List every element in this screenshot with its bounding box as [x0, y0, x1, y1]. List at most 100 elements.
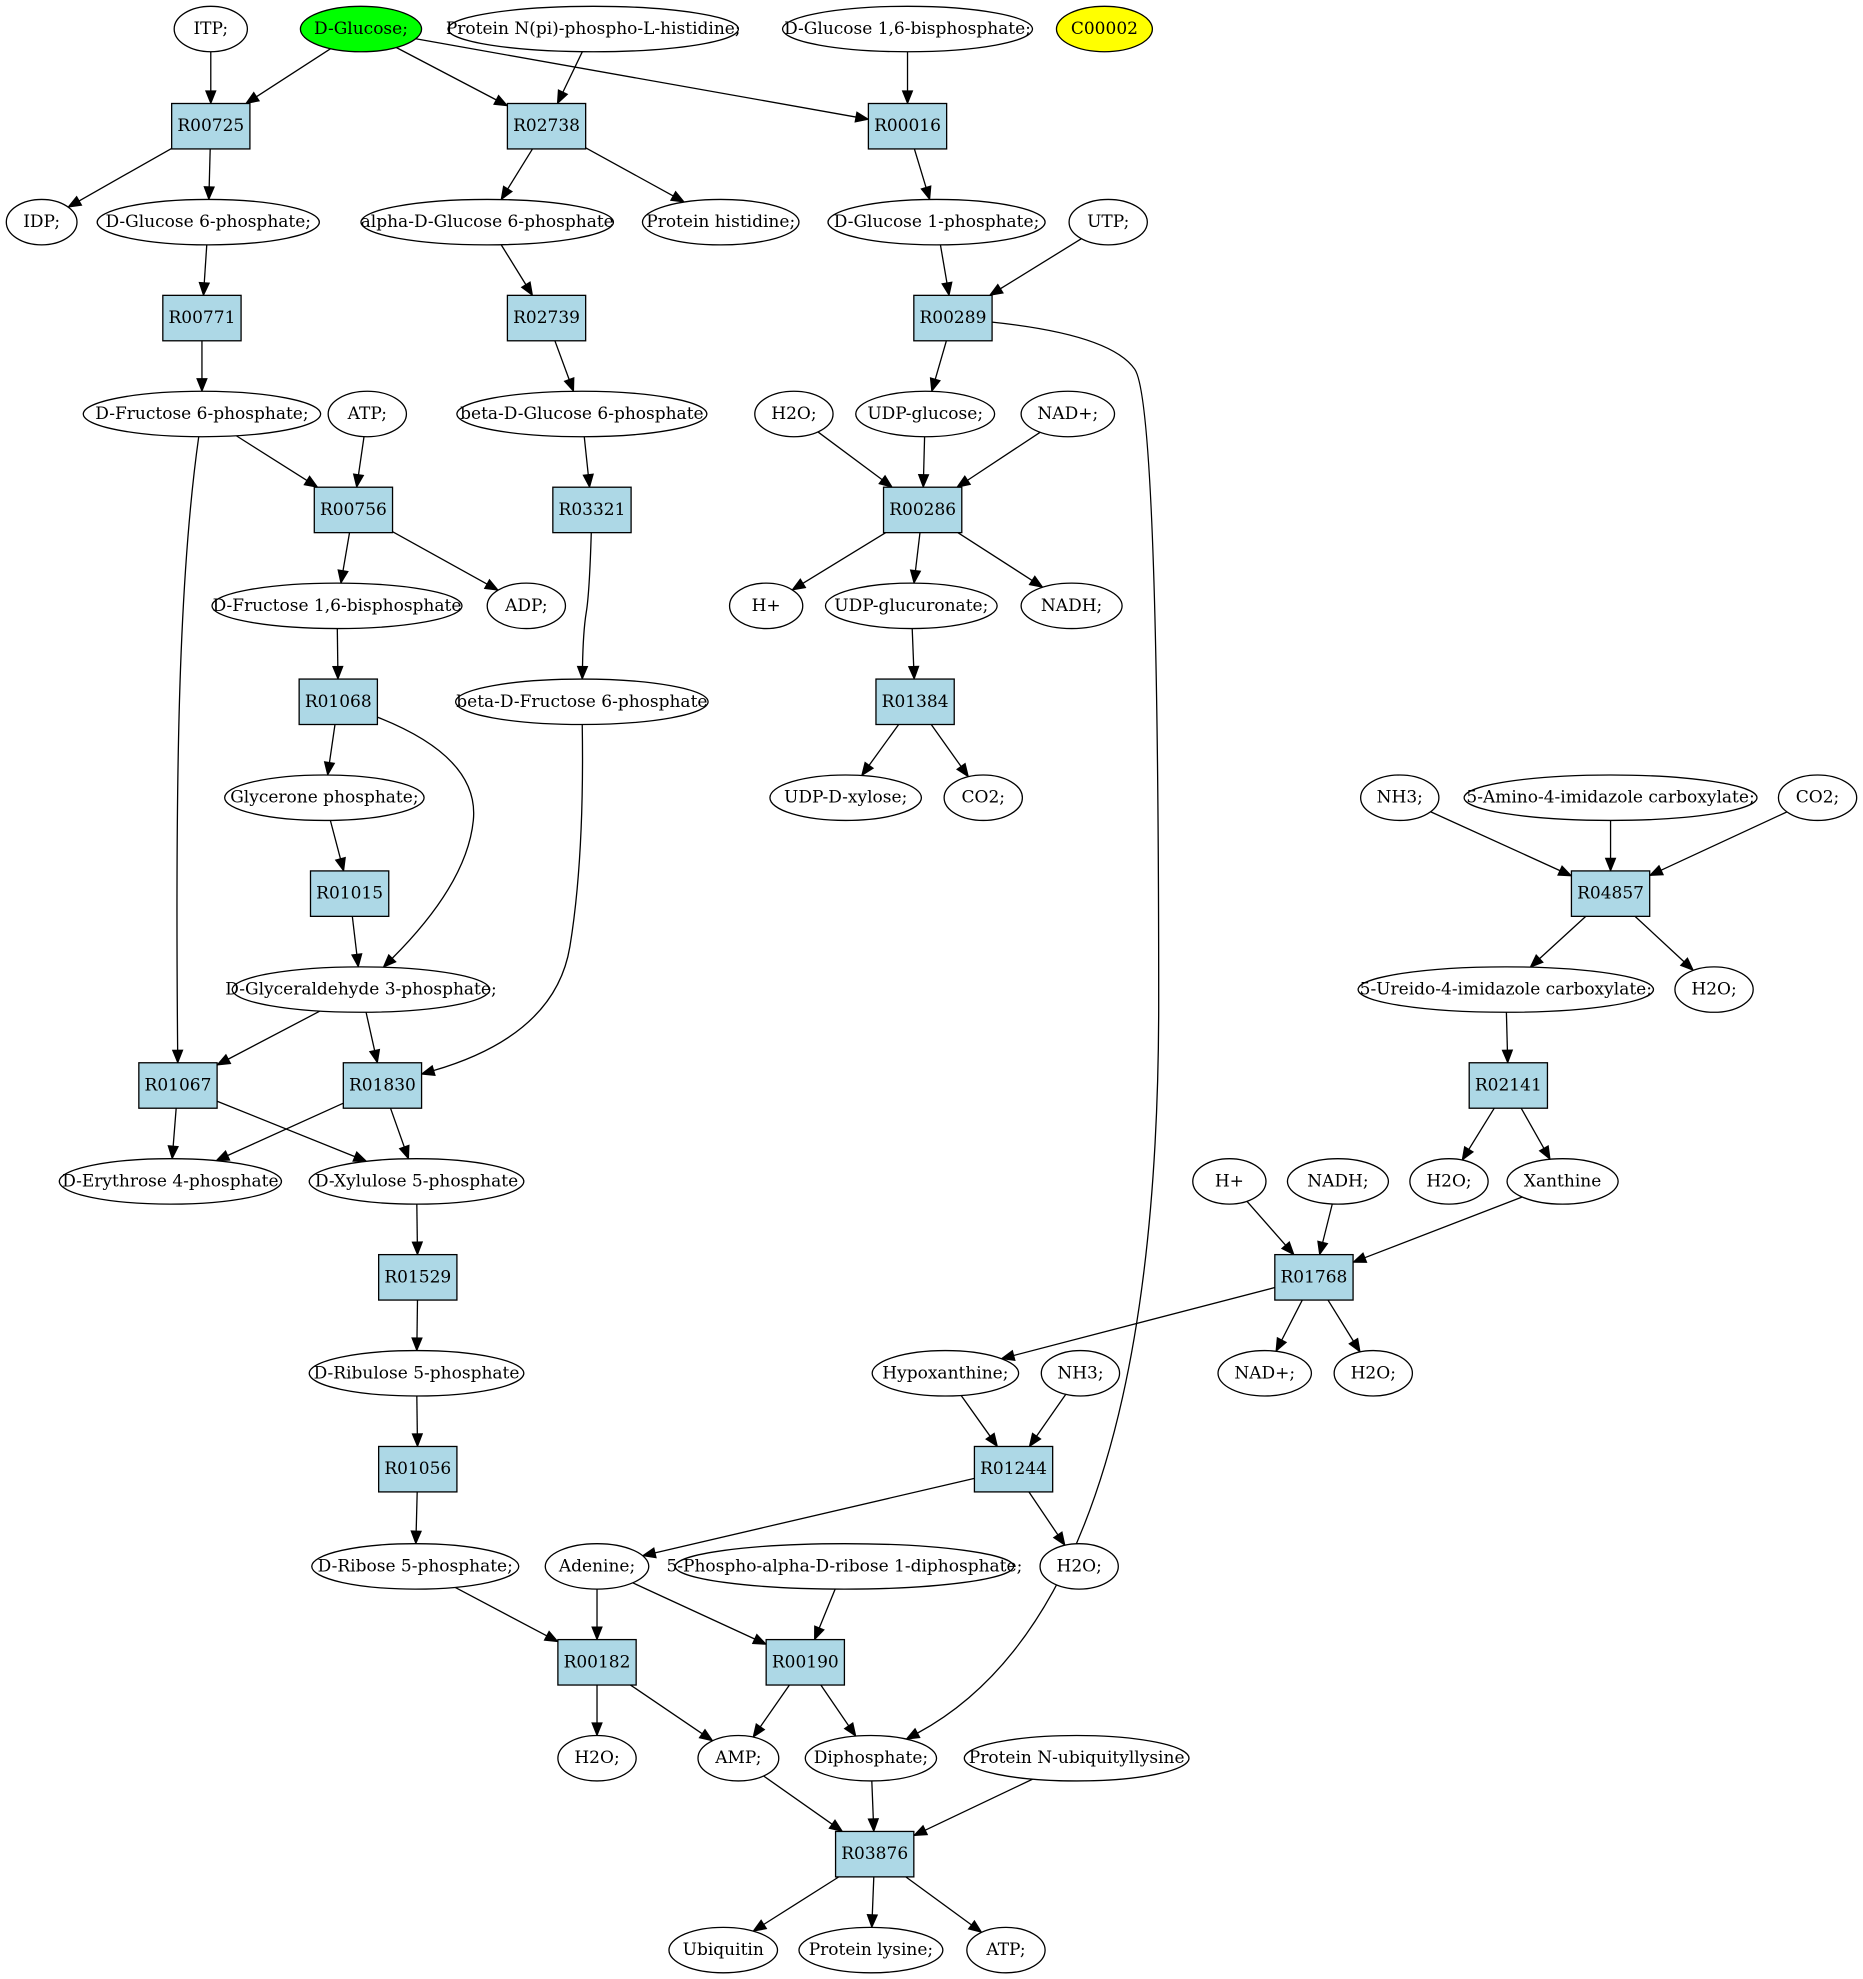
- compound-nadh-2[interactable]: NADH;: [1286, 1158, 1390, 1205]
- edge-d_fructose_6p-to-r00756: [235, 435, 319, 488]
- compound-hplus-1[interactable]: H+: [728, 582, 804, 630]
- edge-d_glucose-to-r00725: [244, 48, 331, 105]
- reaction-r00725[interactable]: R00725: [171, 102, 251, 150]
- compound-alpha-d-glucose-6p[interactable]: alpha-D-Glucose 6-phosphate: [360, 198, 615, 246]
- compound-label: Adenine;: [558, 1556, 635, 1576]
- compound-nadh-1[interactable]: NADH;: [1020, 582, 1123, 630]
- compound-h2o-3[interactable]: H2O;: [1409, 1158, 1489, 1205]
- reaction-r00289[interactable]: R00289: [913, 294, 993, 342]
- compound-h2o-2[interactable]: H2O;: [1674, 966, 1754, 1013]
- compound-adp[interactable]: ADP;: [486, 582, 567, 630]
- compound-d-glyceraldehyde-3p[interactable]: D-Glyceraldehyde 3-phosphate;: [225, 966, 497, 1013]
- compound-label: Ubiquitin: [683, 1940, 764, 1960]
- reaction-r00286[interactable]: R00286: [882, 486, 963, 534]
- compound-xanthine[interactable]: Xanthine: [1506, 1158, 1619, 1205]
- compound-beta-d-fructose-6p[interactable]: beta-D-Fructose 6-phosphate: [455, 678, 709, 726]
- compound-prpp[interactable]: 5-Phospho-alpha-D-ribose 1-diphosphate;: [666, 1543, 1022, 1590]
- compound-atp-2[interactable]: ATP;: [966, 1926, 1046, 1974]
- compound-label: ATP;: [347, 404, 387, 424]
- compound-diphosphate[interactable]: Diphosphate;: [804, 1734, 938, 1782]
- reaction-r01244[interactable]: R01244: [973, 1445, 1054, 1493]
- reaction-r01067[interactable]: R01067: [138, 1062, 218, 1109]
- compound-protein-lysine[interactable]: Protein lysine;: [798, 1926, 944, 1974]
- reaction-r00182[interactable]: R00182: [557, 1638, 637, 1686]
- reaction-r03321[interactable]: R03321: [552, 486, 632, 534]
- reaction-label: R03876: [841, 1844, 908, 1864]
- compound-nad-1[interactable]: NAD+;: [1020, 390, 1116, 438]
- reaction-r00756[interactable]: R00756: [313, 486, 394, 534]
- compound-udp-glucuronate[interactable]: UDP-glucuronate;: [824, 582, 998, 630]
- edge-r00016-to-d_glucose_1p: [913, 148, 932, 201]
- reaction-r03876[interactable]: R03876: [834, 1830, 915, 1878]
- compound-itp[interactable]: ITP;: [173, 5, 249, 53]
- reaction-r01830[interactable]: R01830: [342, 1062, 423, 1109]
- reaction-r02141[interactable]: R02141: [1468, 1062, 1549, 1109]
- compound-protein-ubiquityllysine[interactable]: Protein N-ubiquityllysine: [963, 1734, 1190, 1782]
- edge-r00182-to-h2o_6: [591, 1685, 603, 1737]
- compound-aica[interactable]: 5-Amino-4-imidazole carboxylate;: [1463, 774, 1758, 822]
- compound-hplus-2[interactable]: H+: [1192, 1158, 1267, 1205]
- edge-r01384-to-udp_d_xylose: [860, 724, 900, 777]
- reaction-r01529[interactable]: R01529: [378, 1253, 458, 1301]
- compound-atp-1[interactable]: ATP;: [327, 390, 408, 438]
- reaction-r01384[interactable]: R01384: [875, 678, 955, 726]
- edge-prpp-to-r00190: [814, 1588, 836, 1641]
- compound-label: H2O;: [1426, 1171, 1471, 1191]
- compound-d-ribulose-5p[interactable]: D-Ribulose 5-phosphate: [308, 1349, 525, 1397]
- compound-h2o-6[interactable]: H2O;: [557, 1734, 637, 1782]
- compound-utp[interactable]: UTP;: [1068, 198, 1148, 246]
- reaction-r04857[interactable]: R04857: [1570, 870, 1651, 918]
- reaction-r00016[interactable]: R00016: [867, 102, 948, 150]
- compound-h2o-1[interactable]: H2O;: [754, 390, 834, 438]
- edge-r00756-to-adp: [392, 531, 500, 591]
- compound-udp-d-xylose[interactable]: UDP-D-xylose;: [769, 774, 923, 822]
- compound-label: UDP-glucose;: [867, 404, 983, 424]
- reaction-r02739[interactable]: R02739: [506, 294, 587, 342]
- edge-alpha_d_glucose_6p-to-r02739: [500, 244, 534, 297]
- compound-ubiquitin[interactable]: Ubiquitin: [668, 1926, 779, 1974]
- compound-d-glucose-16bp[interactable]: D-Glucose 1,6-bisphosphate;: [781, 5, 1034, 53]
- compound-beta-d-glucose-6p[interactable]: beta-D-Glucose 6-phosphate: [456, 390, 708, 438]
- compound-h2o-4[interactable]: H2O;: [1333, 1349, 1414, 1397]
- compound-d-erythrose-4p[interactable]: D-Erythrose 4-phosphate: [58, 1158, 283, 1205]
- compound-ureido[interactable]: 5-Ureido-4-imidazole carboxylate;: [1357, 966, 1655, 1013]
- compound-label: Diphosphate;: [814, 1748, 928, 1768]
- compound-co2-2[interactable]: CO2;: [1777, 774, 1858, 822]
- compound-d-fructose-16bp[interactable]: D-Fructose 1,6-bisphosphate: [211, 582, 463, 630]
- reaction-label: R01384: [882, 692, 949, 712]
- compound-c00002[interactable]: C00002: [1055, 5, 1154, 53]
- reaction-r00771[interactable]: R00771: [162, 294, 242, 342]
- compound-protein-npi[interactable]: Protein N(pi)-phospho-L-histidine;: [446, 5, 741, 53]
- compound-d-xylulose-5p[interactable]: D-Xylulose 5-phosphate: [308, 1158, 525, 1205]
- compound-d-glucose[interactable]: D-Glucose;: [299, 5, 423, 53]
- compound-label: D-Erythrose 4-phosphate: [62, 1171, 278, 1191]
- reaction-r01768[interactable]: R01768: [1274, 1253, 1354, 1301]
- compound-amp[interactable]: AMP;: [697, 1734, 780, 1782]
- reaction-label: R00286: [889, 500, 956, 520]
- compound-d-glucose-6p[interactable]: D-Glucose 6-phosphate;: [96, 198, 320, 246]
- compound-d-ribose-5p[interactable]: D-Ribose 5-phosphate;: [311, 1543, 520, 1590]
- compound-protein-histidine[interactable]: Protein histidine;: [641, 198, 800, 246]
- compound-nh3-2[interactable]: NH3;: [1040, 1349, 1121, 1397]
- compound-nh3-1[interactable]: NH3;: [1359, 774, 1440, 822]
- reaction-r01056[interactable]: R01056: [378, 1445, 458, 1493]
- compound-d-glucose-1p[interactable]: D-Glucose 1-phosphate;: [827, 198, 1046, 246]
- reaction-r02738[interactable]: R02738: [506, 102, 587, 150]
- reaction-r01015[interactable]: R01015: [309, 870, 390, 918]
- compound-co2-1[interactable]: CO2;: [943, 774, 1024, 822]
- compound-hypoxanthine[interactable]: Hypoxanthine;: [871, 1349, 1020, 1397]
- reaction-r00190[interactable]: R00190: [765, 1638, 846, 1686]
- reaction-r01068[interactable]: R01068: [298, 678, 379, 726]
- compound-adenine[interactable]: Adenine;: [544, 1543, 650, 1590]
- edge-r02738-to-alpha_d_glucose_6p: [500, 148, 534, 201]
- compound-idp[interactable]: IDP;: [5, 198, 78, 246]
- reaction-label: R00756: [320, 500, 387, 520]
- compound-label: NH3;: [1377, 788, 1423, 808]
- compound-label: alpha-D-Glucose 6-phosphate: [361, 212, 614, 232]
- compound-d-fructose-6p[interactable]: D-Fructose 6-phosphate;: [82, 390, 322, 438]
- compound-h2o-5[interactable]: H2O;: [1039, 1543, 1119, 1590]
- compound-glycerone-p[interactable]: Glycerone phosphate;: [224, 774, 425, 822]
- compound-udp-glucose[interactable]: UDP-glucose;: [855, 390, 996, 438]
- compound-nad-2[interactable]: NAD+;: [1217, 1349, 1313, 1397]
